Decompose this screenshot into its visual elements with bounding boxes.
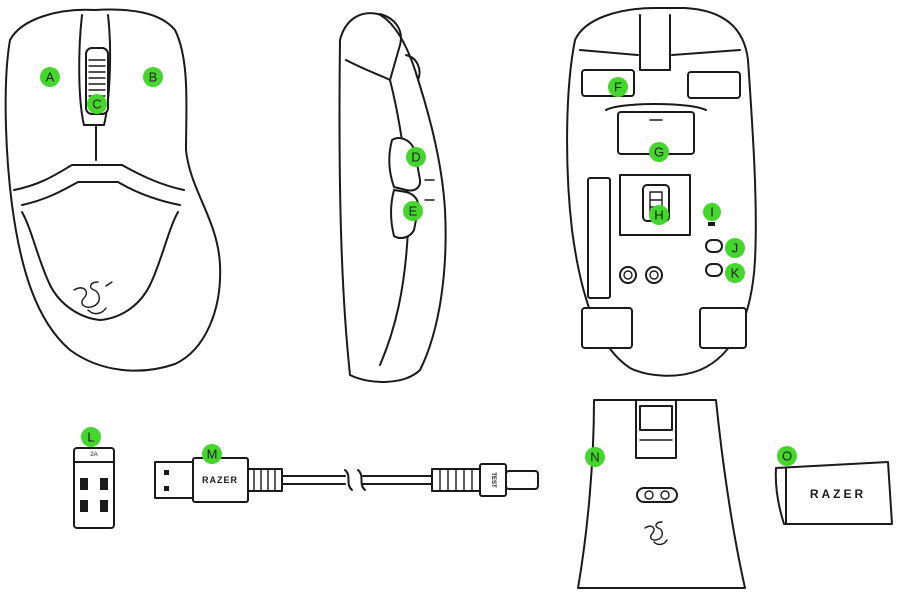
label-a: A bbox=[40, 67, 60, 87]
dongle-small-text: 2A bbox=[90, 452, 97, 458]
label-o: O bbox=[777, 446, 797, 466]
cable-strain-relief-right bbox=[439, 468, 473, 492]
cable-brand-text: RAZER bbox=[202, 475, 238, 485]
label-h: H bbox=[649, 205, 669, 225]
usb-cable: RAZER TEST bbox=[154, 457, 539, 503]
mouse-side-view bbox=[338, 12, 447, 383]
cable-strain-relief-left bbox=[253, 468, 276, 492]
charging-dock bbox=[577, 399, 746, 589]
svg-text:I: I bbox=[710, 205, 714, 220]
svg-text:F: F bbox=[614, 80, 622, 95]
svg-text:N: N bbox=[590, 450, 599, 465]
svg-text:H: H bbox=[654, 208, 663, 223]
svg-text:B: B bbox=[149, 70, 158, 85]
label-g: G bbox=[649, 142, 669, 162]
svg-text:A: A bbox=[46, 70, 55, 85]
svg-text:J: J bbox=[732, 241, 739, 256]
svg-text:E: E bbox=[409, 204, 418, 219]
svg-text:G: G bbox=[654, 145, 664, 160]
label-i: I bbox=[703, 203, 721, 221]
label-l: L bbox=[81, 427, 101, 447]
label-e: E bbox=[403, 201, 423, 221]
label-k: K bbox=[725, 263, 745, 283]
adapter-brand-text: RAZER bbox=[810, 487, 866, 501]
label-c: C bbox=[87, 94, 107, 114]
label-m: M bbox=[202, 444, 222, 464]
label-j: J bbox=[725, 238, 745, 258]
svg-text:K: K bbox=[731, 266, 740, 281]
svg-text:D: D bbox=[411, 150, 420, 165]
usb-dongle: 2A bbox=[73, 447, 115, 529]
razer-logo bbox=[73, 281, 113, 315]
mouse-top-view bbox=[4, 8, 222, 372]
svg-text:O: O bbox=[782, 449, 792, 464]
label-d: D bbox=[406, 147, 426, 167]
mouse-bottom-view bbox=[566, 7, 757, 377]
cable-tag-text: TEST bbox=[490, 472, 496, 488]
label-n: N bbox=[585, 447, 605, 467]
dongle-adapter: RAZER bbox=[774, 461, 893, 525]
svg-text:C: C bbox=[92, 97, 101, 112]
label-b: B bbox=[143, 67, 163, 87]
svg-text:M: M bbox=[207, 447, 218, 462]
dock-razer-logo bbox=[644, 521, 668, 546]
svg-text:L: L bbox=[87, 430, 94, 445]
label-f: F bbox=[608, 77, 628, 97]
callout-labels: A B C D E F G H I J K L M N O bbox=[40, 67, 797, 467]
